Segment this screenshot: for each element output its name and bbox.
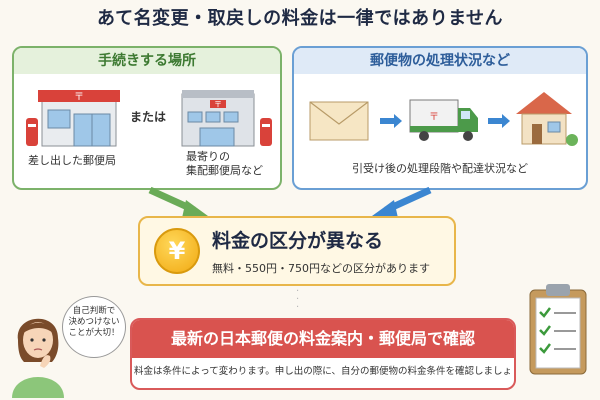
dotted-connector: ··· — [296, 286, 300, 313]
speech-bubble: 自己判断で 決めつけない ことが大切！ — [62, 296, 126, 358]
fee-category-title: 料金の区分が異なる — [212, 230, 384, 252]
mail-process-illustration: 〒 — [309, 92, 578, 146]
checklist-clipboard-icon — [529, 284, 587, 375]
procedure-location-heading: 手続きする場所 — [14, 48, 280, 74]
arrow-right-icon — [488, 114, 510, 128]
thinking-woman-icon — [12, 318, 64, 398]
procedure-location-panel: 手続きする場所 〒 差し出した郵便局 または 〒 最寄りの 集配郵便局など — [12, 46, 282, 190]
bubble-line1: 自己判断で — [72, 306, 116, 316]
check-latest-info-banner: 最新の日本郵便の料金案内・郵便局で確認 料金は条件によって変わります。申し出の際… — [130, 318, 516, 390]
page-title: あて名変更・取戻しの料金は一律ではありません — [96, 8, 504, 29]
truck-icon: 〒 — [409, 99, 478, 141]
banner-note: 料金は条件によって変わります。申し出の際に、自分の郵便物の料金条件を確認しましょ… — [133, 366, 512, 377]
mail-status-heading: 郵便物の処理状況など — [294, 48, 586, 74]
place2-line1: 最寄りの — [186, 150, 230, 163]
or-label: または — [130, 110, 167, 124]
yen-coin-icon: ¥ — [154, 228, 200, 274]
blue-arrow-icon — [372, 186, 432, 218]
fee-category-box: ¥ 料金の区分が異なる 無料・550円・750円などの区分があります — [138, 216, 456, 286]
svg-text:〒: 〒 — [429, 112, 439, 123]
house-icon — [516, 92, 578, 146]
banner-heading: 最新の日本郵便の料金案内・郵便局で確認 — [132, 320, 514, 358]
mail-status-panel: 郵便物の処理状況など 〒 — [292, 46, 588, 190]
svg-text:〒: 〒 — [74, 92, 84, 103]
fee-category-subtitle: 無料・550円・750円などの区分があります — [212, 262, 430, 275]
place1-label: 差し出した郵便局 — [28, 154, 116, 167]
mail-status-caption: 引受け後の処理段階や配達状況など — [352, 162, 528, 175]
envelope-icon — [309, 101, 369, 141]
place2-label: 最寄りの 集配郵便局など — [186, 150, 263, 178]
bubble-line2: 決めつけない — [68, 317, 120, 327]
flow-arrows — [148, 186, 432, 218]
svg-text:〒: 〒 — [214, 100, 222, 109]
delivery-post-office-icon: 〒 — [181, 90, 272, 147]
green-arrow-icon — [148, 186, 208, 218]
place2-line2: 集配郵便局など — [186, 164, 263, 177]
bubble-line3: ことが大切！ — [68, 328, 120, 338]
post-office-icon: 〒 — [26, 90, 120, 147]
arrow-right-icon — [380, 114, 402, 128]
